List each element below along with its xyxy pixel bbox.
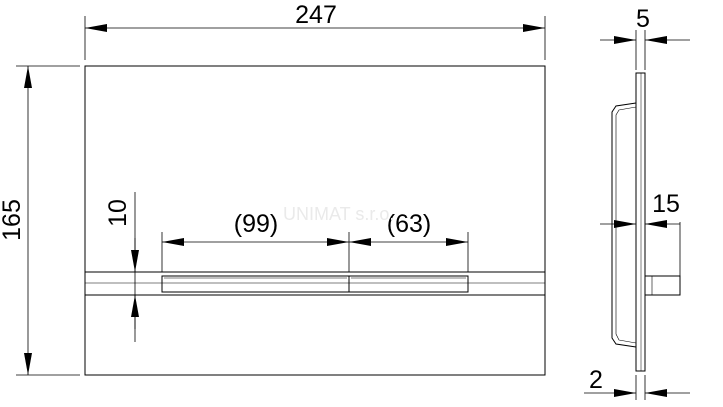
left-button [161,275,350,293]
thickness-label: 5 [636,5,650,33]
right-button-label: (63) [387,210,431,238]
depth-label: 15 [652,190,680,218]
side-view: 5 15 2 [584,5,690,400]
side-plate [635,72,646,372]
front-view: 247 165 10 (99) (63) UNIMAT s.r.o. [0,1,546,376]
height-label: 165 [0,199,26,241]
height-dimension: 165 [0,65,80,376]
side-body [611,102,637,348]
right-button [348,275,469,293]
thickness-dimension: 5 [600,5,690,70]
bottom-label: 2 [589,366,603,394]
depth-dimension: 15 [600,190,681,276]
width-label: 247 [295,1,337,29]
band-label: 10 [104,199,132,227]
watermark: UNIMAT s.r.o. [283,204,394,224]
bottom-dimension: 2 [584,366,690,400]
left-button-label: (99) [234,210,278,238]
plate-outline [84,65,546,376]
band-dimension: 10 [104,192,139,342]
width-dimension: 247 [84,1,546,60]
button-dimensions: (99) (63) [161,210,469,272]
side-stud [644,275,681,296]
